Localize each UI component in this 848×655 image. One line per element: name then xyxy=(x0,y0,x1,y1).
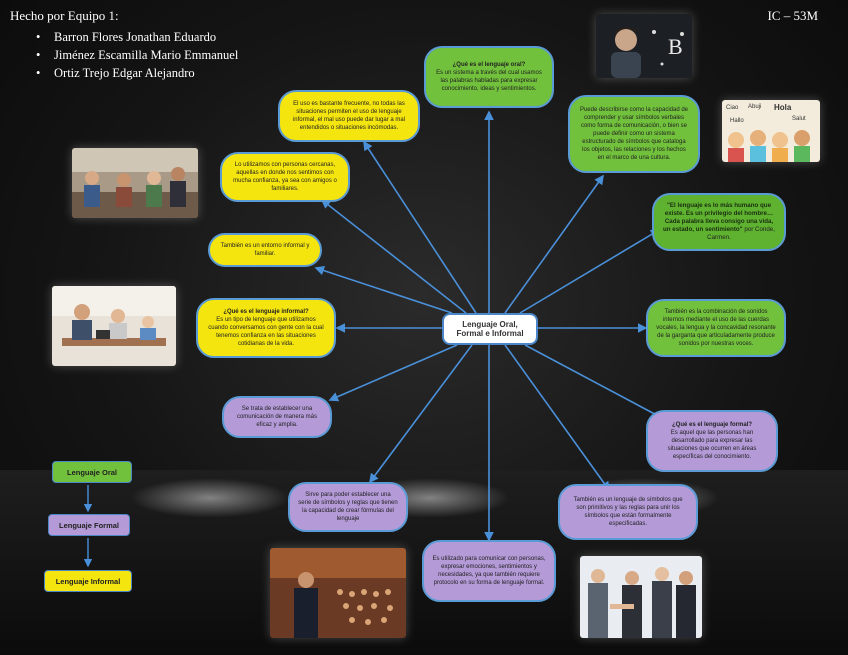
photo-letter: B xyxy=(668,34,683,59)
greeting-bubble: Ciao xyxy=(726,105,739,111)
node-text: El uso es bastante frecuente, no todas l… xyxy=(292,101,406,131)
connector-formal-def xyxy=(524,344,666,420)
greeting-bubble: Hallo xyxy=(730,118,744,124)
node-oral-symbols: Puede describirse como la capacidad de c… xyxy=(568,95,700,173)
node-text: Se trata de establecer una comunicación … xyxy=(236,406,318,428)
photo-family-living-room xyxy=(72,148,198,218)
node-formal-series: Sirve para poder establecer una serie de… xyxy=(288,482,408,532)
node-oral-quote: "El lenguaje es lo más humano que existe… xyxy=(652,193,786,251)
node-text: Es utilizado para comunicar con personas… xyxy=(432,556,546,586)
node-formal-communicate: Es utilizado para comunicar con personas… xyxy=(422,540,556,602)
node-oral-sounds: También es la combinación de sonidos int… xyxy=(646,299,786,357)
legend-informal: Lenguaje Informal xyxy=(44,570,132,592)
node-text: Sirve para poder establecer una serie de… xyxy=(298,492,398,522)
legend-oral: Lenguaje Oral xyxy=(52,461,132,483)
connector-formal-simbolos xyxy=(504,344,610,492)
team-member: Jiménez Escamilla Mario Emmanuel xyxy=(36,46,238,64)
node-informal-frequent-use: El uso es bastante frecuente, no todas l… xyxy=(278,90,420,142)
central-topic-line: Formal e Informal xyxy=(456,329,524,338)
connector-oral-quote xyxy=(519,229,661,314)
quote-author: por Conde, Carmen. xyxy=(707,226,775,241)
node-title: ¿Qué es el lenguaje oral? xyxy=(452,62,526,68)
node-informal-close-people: Lo utilizamos con personas cercanas, aqu… xyxy=(220,152,350,202)
node-formal-ample: Se trata de establecer una comunicación … xyxy=(222,396,332,438)
central-topic-node: Lenguaje Oral, Formal e Informal xyxy=(442,313,538,345)
photo-family-table xyxy=(52,286,176,366)
greeting-bubble: Abuji xyxy=(748,104,761,110)
connector-formal-serie xyxy=(369,344,473,484)
connector-oral-simbolos xyxy=(504,174,604,314)
node-informal-definition: ¿Qué es el lenguaje informal? Es un tipo… xyxy=(196,298,336,358)
central-topic-line: Lenguaje Oral, xyxy=(462,320,518,329)
group-code: IC – 53M xyxy=(767,8,818,23)
team-member: Barron Flores Jonathan Eduardo xyxy=(36,28,238,46)
photo-speaking-man: B xyxy=(596,14,692,78)
node-formal-definition: ¿Qué es el lenguaje formal? Es aquel que… xyxy=(646,410,778,472)
connector-informal-cercanas xyxy=(320,199,467,314)
legend-formal: Lenguaje Formal xyxy=(48,514,130,536)
node-text: Es un tipo de lenguaje que utilizamos cu… xyxy=(208,317,324,347)
connector-informal-frecuente xyxy=(363,140,477,314)
node-informal-environment: También es un entorno informal y familia… xyxy=(208,233,322,267)
node-text: "El lenguaje es lo más humano que existe… xyxy=(662,202,776,242)
node-title: ¿Qué es el lenguaje informal? xyxy=(223,309,309,315)
node-text: Es aquel que las personas han desarrolla… xyxy=(667,430,757,460)
greeting-bubble: Hola xyxy=(774,103,792,112)
team-member-list: Barron Flores Jonathan Eduardo Jiménez E… xyxy=(36,28,238,82)
greeting-bubble: Salut xyxy=(792,116,806,122)
node-text: Es un sistema a través del cual usamos l… xyxy=(436,70,542,92)
node-formal-symbols: También es un lenguaje de símbolos que s… xyxy=(558,484,698,540)
team-title: Hecho por Equipo 1: xyxy=(10,8,119,23)
node-text: Lo utilizamos con personas cercanas, aqu… xyxy=(233,162,337,192)
stage-light xyxy=(130,478,290,518)
photo-business-handshake xyxy=(580,556,702,638)
node-text: Puede describirse como la capacidad de c… xyxy=(579,107,689,161)
connector-informal-entorno xyxy=(314,265,453,314)
node-oral-definition: ¿Qué es el lenguaje oral? Es un sistema … xyxy=(424,46,554,108)
connector-formal-amplia xyxy=(328,344,458,402)
node-text: También es un entorno informal y familia… xyxy=(220,243,310,257)
node-text: También es la combinación de sonidos int… xyxy=(656,309,776,347)
quote-text: "El lenguaje es lo más humano que existe… xyxy=(663,202,774,233)
node-title: ¿Qué es el lenguaje formal? xyxy=(671,422,753,428)
photo-conference-speaker xyxy=(270,548,406,638)
team-member: Ortiz Trejo Edgar Alejandro xyxy=(36,64,238,82)
photo-languages-cartoon: Ciao Abuji Hola Salut Hallo xyxy=(722,100,820,162)
node-text: También es un lenguaje de símbolos que s… xyxy=(573,497,683,527)
